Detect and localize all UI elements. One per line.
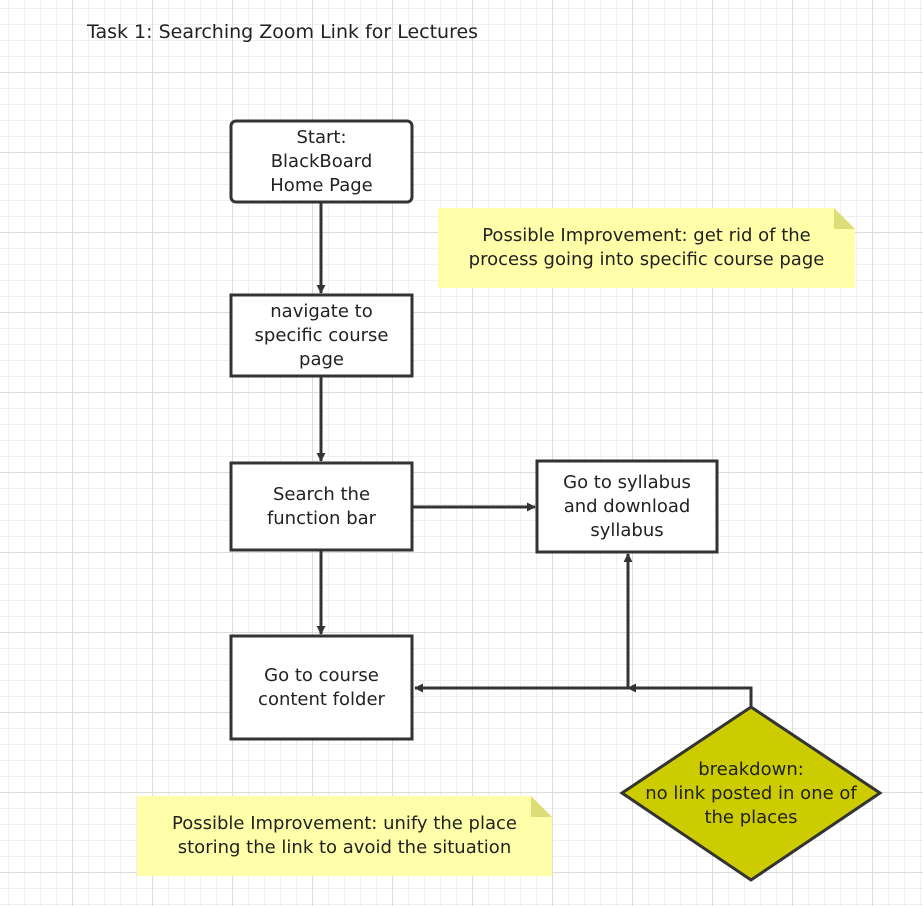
diagram-title: Task 1: Searching Zoom Link for Lectures bbox=[87, 21, 479, 43]
node-start[interactable] bbox=[229, 119, 414, 204]
node-search[interactable] bbox=[229, 461, 414, 552]
edge-breakdown-to-junction bbox=[627, 683, 753, 707]
node-syllabus[interactable] bbox=[535, 459, 719, 554]
node-breakdown[interactable] bbox=[619, 705, 883, 882]
node-navigate[interactable] bbox=[229, 293, 414, 378]
note-improvement-2[interactable] bbox=[137, 796, 552, 876]
note-improvement-1[interactable] bbox=[438, 208, 855, 288]
node-content[interactable] bbox=[229, 634, 414, 741]
